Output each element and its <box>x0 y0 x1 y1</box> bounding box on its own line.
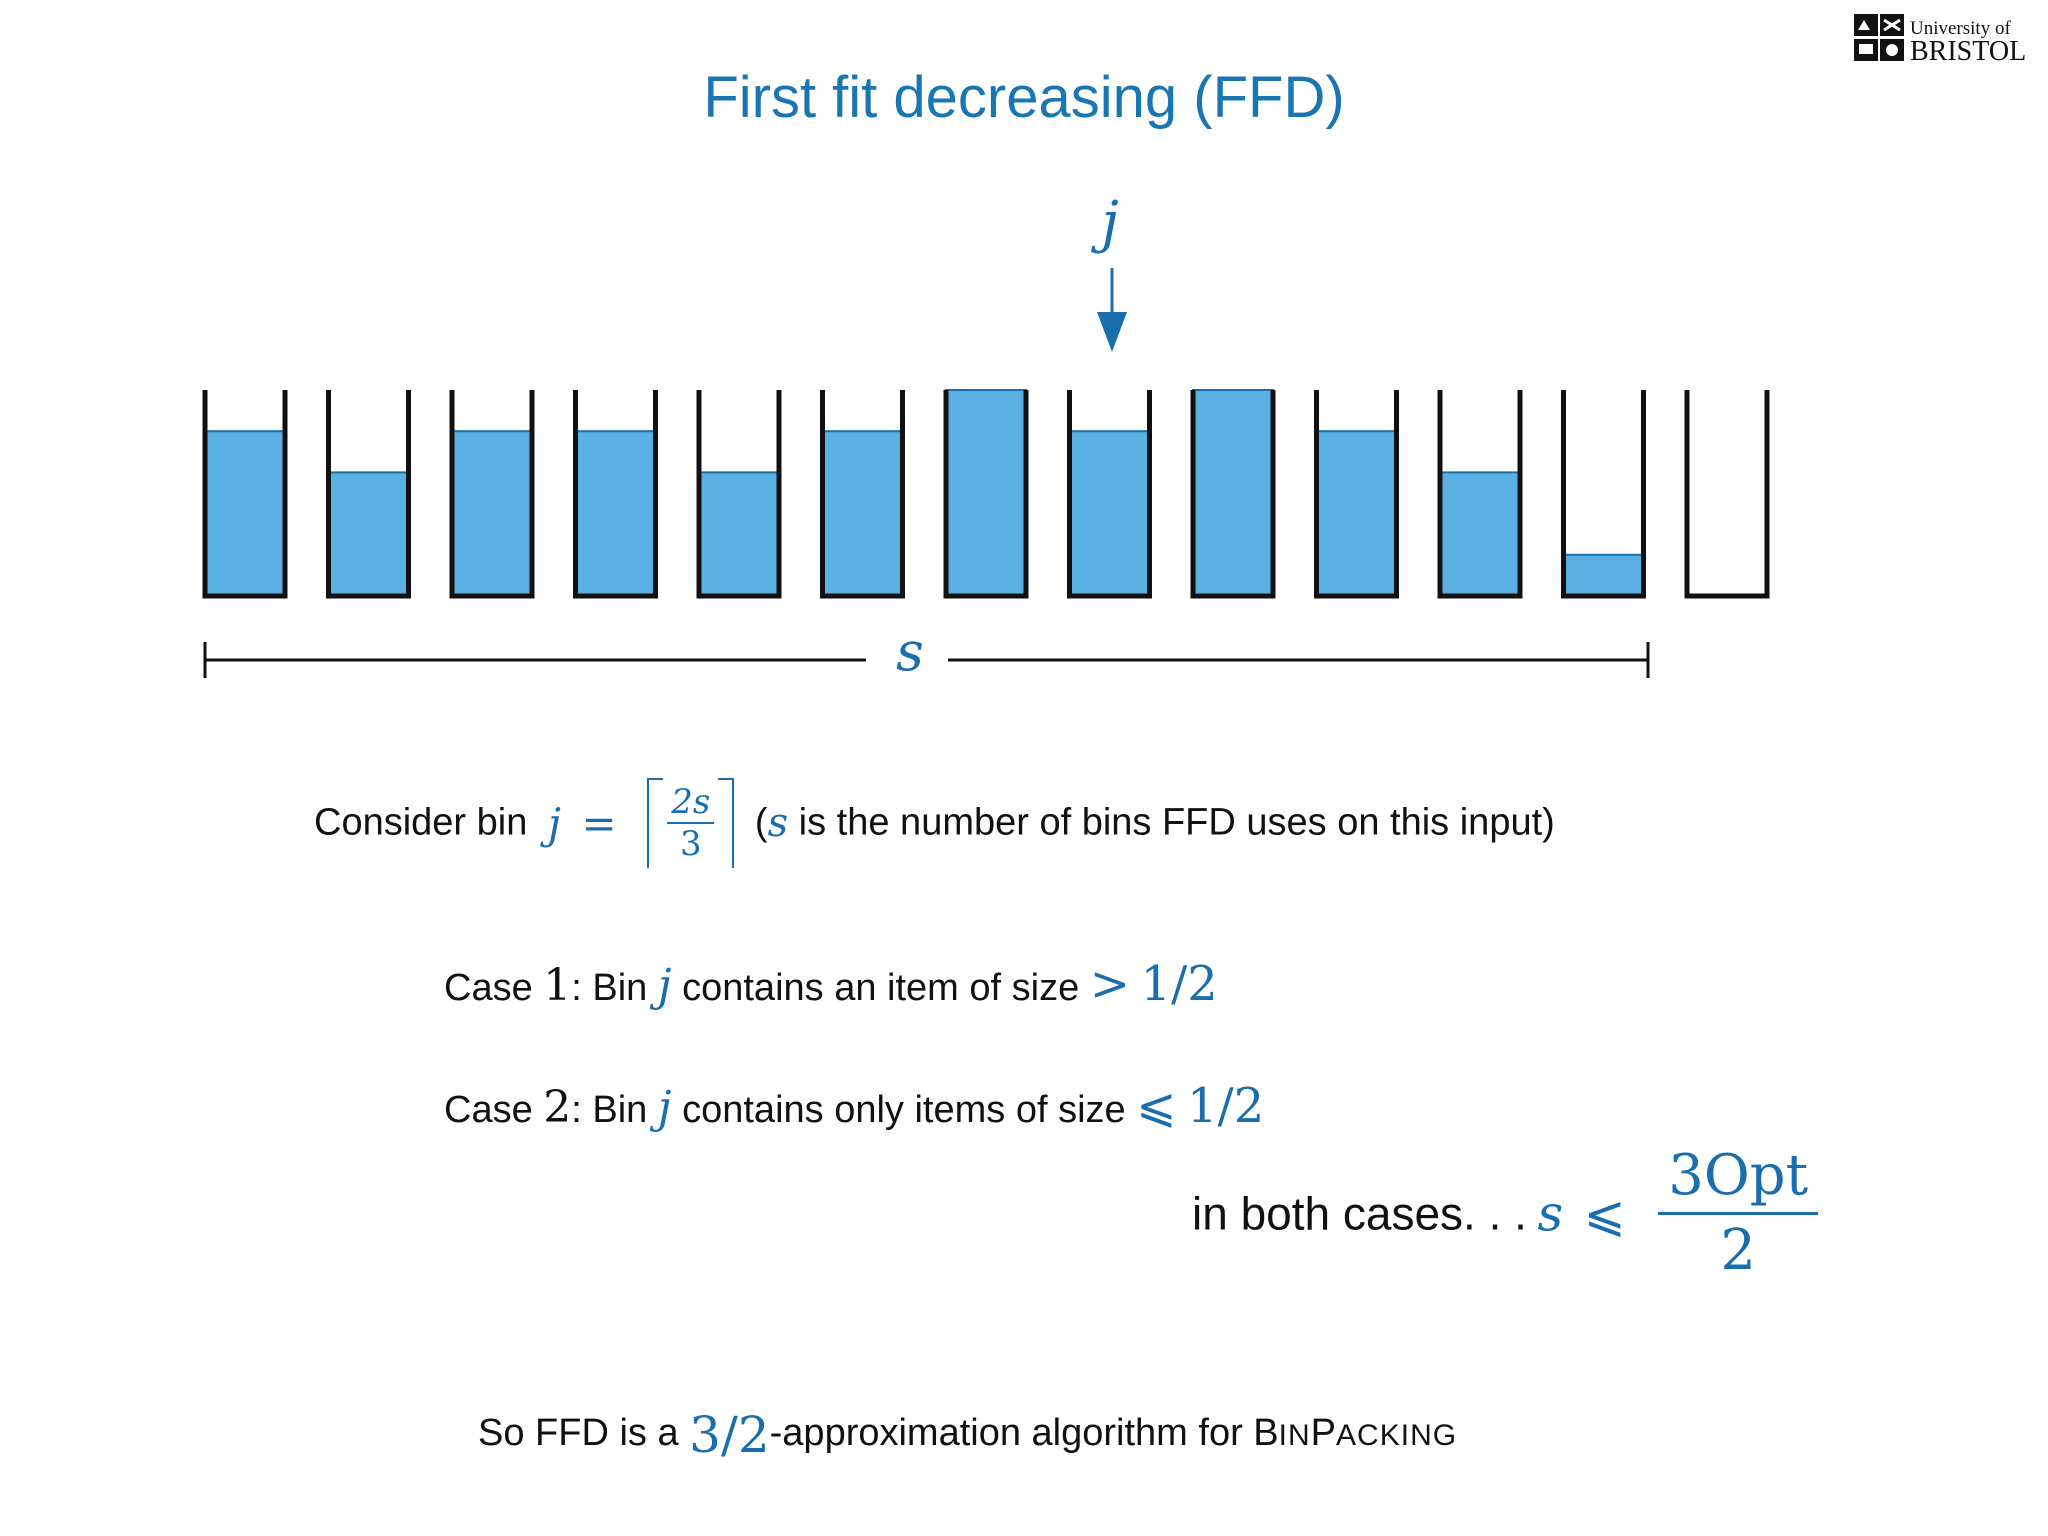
case1-mid: : Bin <box>571 967 648 1009</box>
consider-var: j <box>547 798 561 848</box>
slide-title: First fit decreasing (FFD) <box>703 65 1345 130</box>
bin-outline <box>1684 390 1770 599</box>
final-ratio: 3/2 <box>689 1406 770 1464</box>
bin-outline <box>820 390 905 599</box>
bin-fill <box>204 430 286 598</box>
bin-outline <box>1067 390 1152 599</box>
conclusion-text: in both cases. . . <box>1192 1187 1527 1240</box>
case2-value: 1/2 <box>1186 1078 1265 1134</box>
bin-outline <box>449 390 535 599</box>
bin-fill <box>945 389 1027 597</box>
ceil-right <box>718 778 735 868</box>
bin-outline <box>1437 390 1523 599</box>
bin-outline <box>1561 390 1646 599</box>
case1-var: j <box>657 960 672 1011</box>
conclusion-relation: ⩽ <box>1583 1184 1626 1243</box>
consider-paren: ( <box>754 801 768 844</box>
bin-outline <box>573 390 658 599</box>
case-2: Case 2: Bin j contains only items of siz… <box>444 1078 1264 1134</box>
span-label: s <box>880 620 940 683</box>
consider-equals: = <box>581 798 617 848</box>
case2-var: j <box>657 1082 672 1133</box>
final-problem: BINPACKING <box>1253 1412 1458 1455</box>
conclusion-fraction-den: 2 <box>1720 1218 1756 1283</box>
bins-diagram <box>202 268 1770 678</box>
case2-mid: : Bin <box>571 1089 648 1131</box>
university-logo: University of BRISTOL <box>1854 14 2030 67</box>
bin-fill <box>1439 471 1521 597</box>
bins-group <box>202 389 1770 599</box>
case2-text: contains only items of size <box>682 1089 1126 1131</box>
bin-outline <box>202 390 288 599</box>
final-mid: -approximation algorithm for <box>769 1412 1243 1455</box>
bin-fill <box>574 430 657 598</box>
bin-outline <box>943 390 1029 599</box>
consider-suffix: is the number of bins FFD uses on this i… <box>798 801 1555 844</box>
case1-prefix: Case <box>444 967 533 1009</box>
final-statement: So FFD is a 3/2-approximation algorithm … <box>478 1406 1457 1464</box>
conclusion-fraction-num: 3Opt <box>1658 1140 1819 1215</box>
bin-fill <box>1315 430 1398 598</box>
bin-outline <box>696 390 782 599</box>
case2-number: 2 <box>543 1082 572 1133</box>
bin-fill <box>1192 389 1274 597</box>
bristol-crest-icon <box>1854 14 1904 61</box>
final-prefix: So FFD is a <box>478 1412 679 1455</box>
consider-fraction-den: 3 <box>679 824 702 864</box>
pointer-label: j <box>1101 190 1119 255</box>
case2-relation: ⩽ <box>1136 1078 1177 1134</box>
bin-fill <box>698 471 780 597</box>
case1-number: 1 <box>543 960 572 1011</box>
conclusion-var: s <box>1537 1184 1564 1243</box>
pointer-arrow <box>1097 268 1127 352</box>
bin-fill <box>327 471 410 597</box>
bin-outline <box>1314 390 1399 599</box>
bin-fill <box>451 430 533 598</box>
consider-paren-var: s <box>767 800 789 846</box>
case1-relation: > <box>1089 956 1130 1012</box>
case-1: Case 1: Bin j contains an item of size >… <box>444 956 1218 1012</box>
case1-text: contains an item of size <box>682 967 1080 1009</box>
bin-fill <box>1068 430 1151 598</box>
logo-text-top: University of <box>1910 18 2011 39</box>
span-bracket <box>203 642 1650 678</box>
bin-fill <box>1562 553 1645 597</box>
logo-text-bottom: BRISTOL <box>1910 36 2027 67</box>
bin-outline <box>326 390 411 599</box>
ceil-left <box>647 778 664 868</box>
case1-value: 1/2 <box>1140 956 1218 1012</box>
bin-outline <box>1190 390 1276 599</box>
consider-prefix: Consider bin <box>314 801 528 844</box>
bin-fill <box>821 430 904 598</box>
consider-fraction-num: 2s <box>667 782 715 824</box>
case2-prefix: Case <box>444 1089 533 1131</box>
